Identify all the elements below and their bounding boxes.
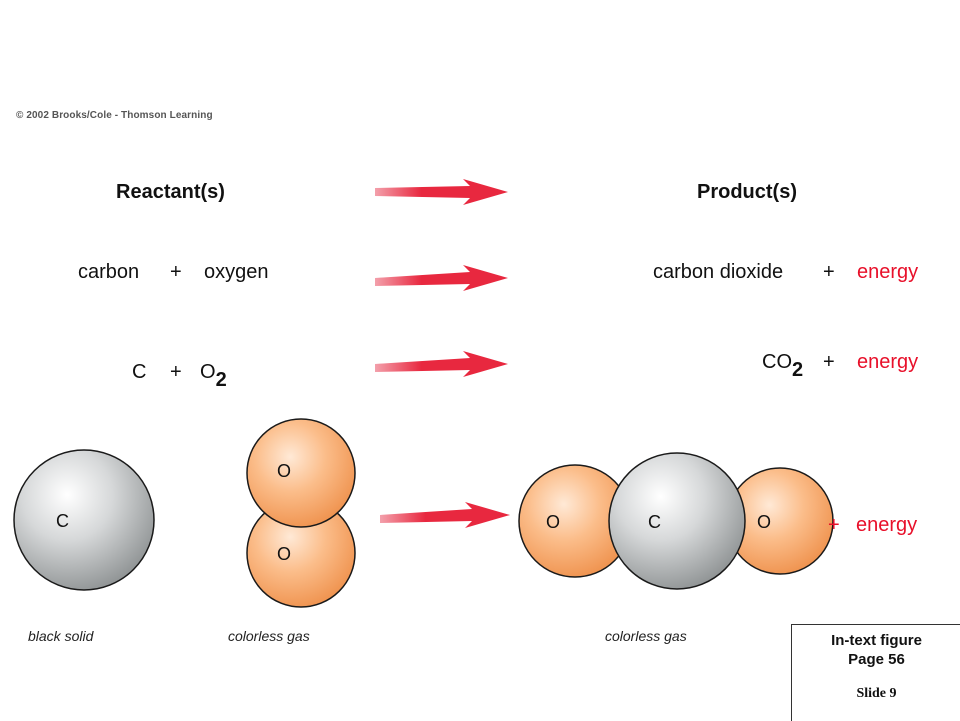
oxygen-top-label: O bbox=[277, 461, 292, 481]
co2-carbon-label: C bbox=[648, 512, 661, 532]
oxygen-bottom-label: O bbox=[277, 544, 292, 564]
formula-reactant-oxygen: O2 bbox=[200, 361, 227, 391]
footer-line-page: Page 56 bbox=[848, 651, 905, 668]
footer-line-slide: Slide 9 bbox=[856, 686, 897, 701]
reaction-arrow-icon bbox=[375, 179, 508, 205]
products-header: Product(s) bbox=[697, 181, 797, 203]
carbon-atom-icon bbox=[13, 449, 155, 591]
reaction-arrow-icon bbox=[375, 351, 508, 377]
figure-reference-box: In-text figure Page 56 Slide 9 bbox=[791, 624, 960, 721]
formula-reactant-carbon: C bbox=[132, 361, 147, 383]
word-plus-left: + bbox=[170, 261, 182, 283]
carbon-atom-label: C bbox=[56, 511, 69, 531]
footer-line-figure: In-text figure bbox=[831, 632, 922, 649]
caption-oxygen-gas: colorless gas bbox=[228, 628, 310, 644]
reactants-header: Reactant(s) bbox=[116, 181, 225, 203]
formula-plus-right: + bbox=[823, 351, 835, 373]
word-product-carbon-dioxide: carbon dioxide bbox=[653, 261, 784, 283]
carbon-dioxide-molecule-icon bbox=[518, 452, 834, 590]
formula-product-energy: energy bbox=[857, 351, 919, 373]
oxygen-molecule-icon bbox=[246, 418, 356, 608]
co2-right-oxygen-label: O bbox=[757, 512, 772, 532]
reaction-arrow-icon bbox=[380, 502, 510, 528]
word-reactant-carbon: carbon bbox=[78, 261, 140, 283]
caption-black-solid: black solid bbox=[28, 628, 94, 644]
formula-product-co2: CO2 bbox=[762, 351, 804, 381]
molecule-energy: energy bbox=[856, 514, 918, 536]
copyright-notice: © 2002 Brooks/Cole - Thomson Learning bbox=[16, 110, 213, 121]
formula-plus-left: + bbox=[170, 361, 182, 383]
word-reactant-oxygen: oxygen bbox=[204, 261, 269, 283]
molecule-plus: + bbox=[828, 514, 840, 536]
co2-left-oxygen-label: O bbox=[546, 512, 561, 532]
caption-co2-gas: colorless gas bbox=[605, 628, 687, 644]
reaction-arrow-icon bbox=[375, 265, 508, 291]
word-plus-right: + bbox=[823, 261, 835, 283]
word-product-energy: energy bbox=[857, 261, 919, 283]
